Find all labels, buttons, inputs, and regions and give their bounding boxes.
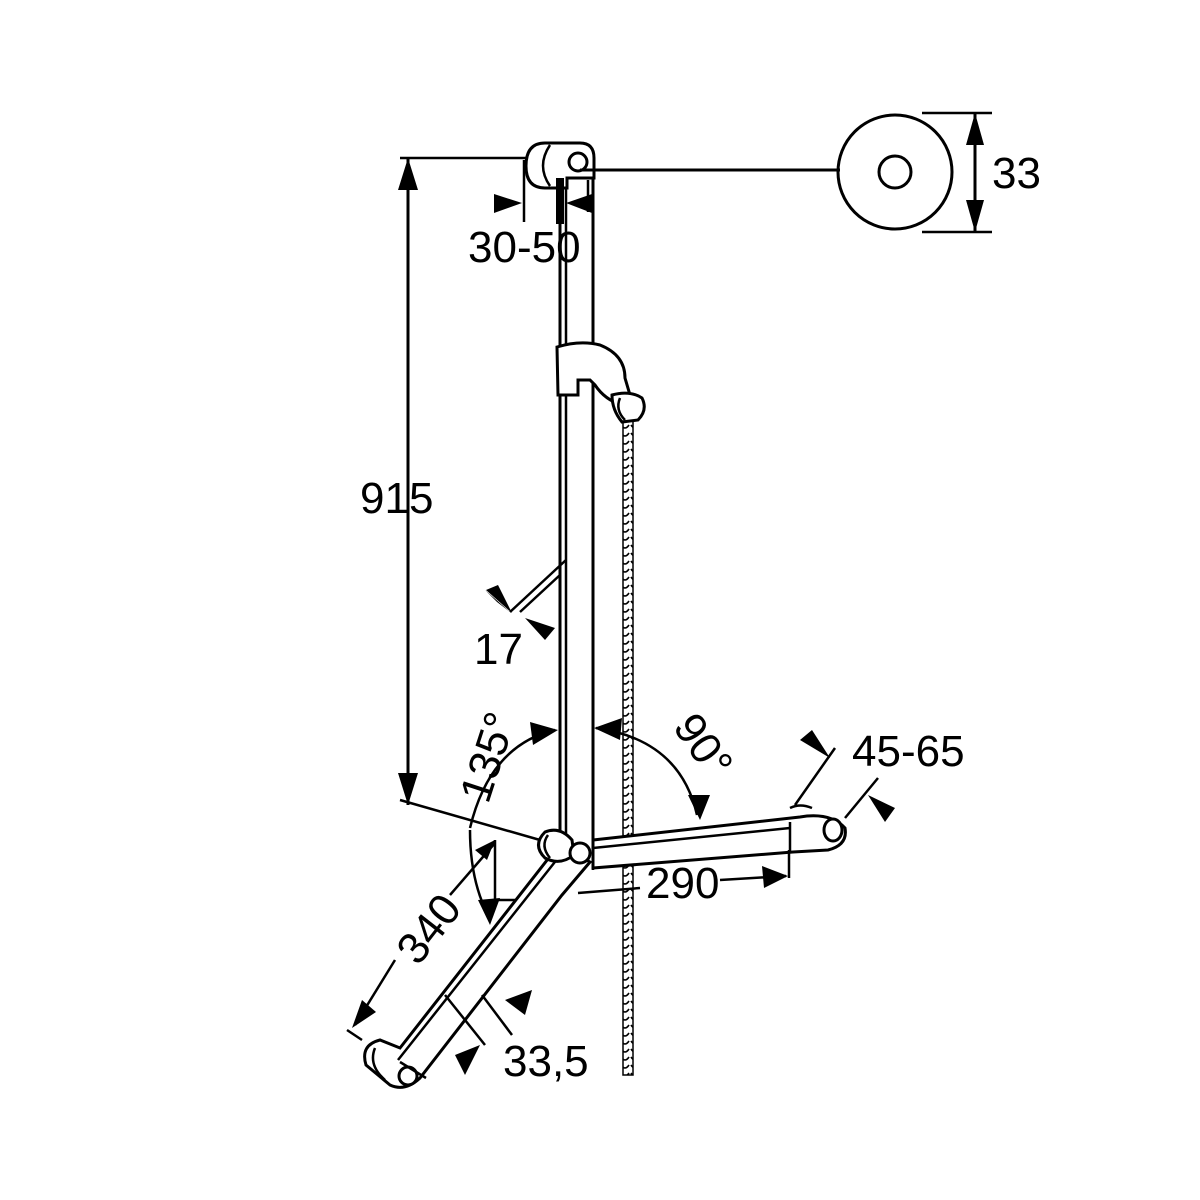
left-arm-diameter-label: 33,5 xyxy=(503,1037,589,1086)
angle-135-dimension xyxy=(399,722,558,925)
shower-rail xyxy=(558,175,595,842)
left-arm-length-label: 340 xyxy=(387,885,471,973)
wall-rosette xyxy=(580,111,992,234)
left-support-arm xyxy=(363,846,593,1089)
rail-diameter-label: 17 xyxy=(474,625,523,674)
arm-spacing-label: 45-65 xyxy=(852,727,965,776)
wall-distance-label: 30-50 xyxy=(468,223,581,272)
rosette-diameter-label: 33 xyxy=(992,149,1041,198)
wall-distance-dimension xyxy=(494,160,592,222)
shower-head-slider xyxy=(555,341,646,424)
right-support-arm xyxy=(591,804,847,870)
top-wall-bracket xyxy=(524,141,596,224)
center-joint xyxy=(537,828,595,870)
angle-135-label: 135° xyxy=(451,706,526,808)
right-arm-length-label-text: 290 xyxy=(646,859,719,908)
angle-90-dimension xyxy=(594,718,710,820)
right-arm-length-dimension xyxy=(577,850,791,895)
rail-diameter-dimension xyxy=(485,559,567,640)
shower-hose xyxy=(622,419,634,1076)
height-dimension xyxy=(398,156,528,805)
height-label: 915 xyxy=(360,474,433,523)
arm-spacing-dimension xyxy=(793,730,895,822)
left-arm-diameter-dimension xyxy=(444,990,532,1075)
angle-90-label: 90° xyxy=(664,705,742,788)
left-arm-length-dimension xyxy=(346,840,496,1042)
